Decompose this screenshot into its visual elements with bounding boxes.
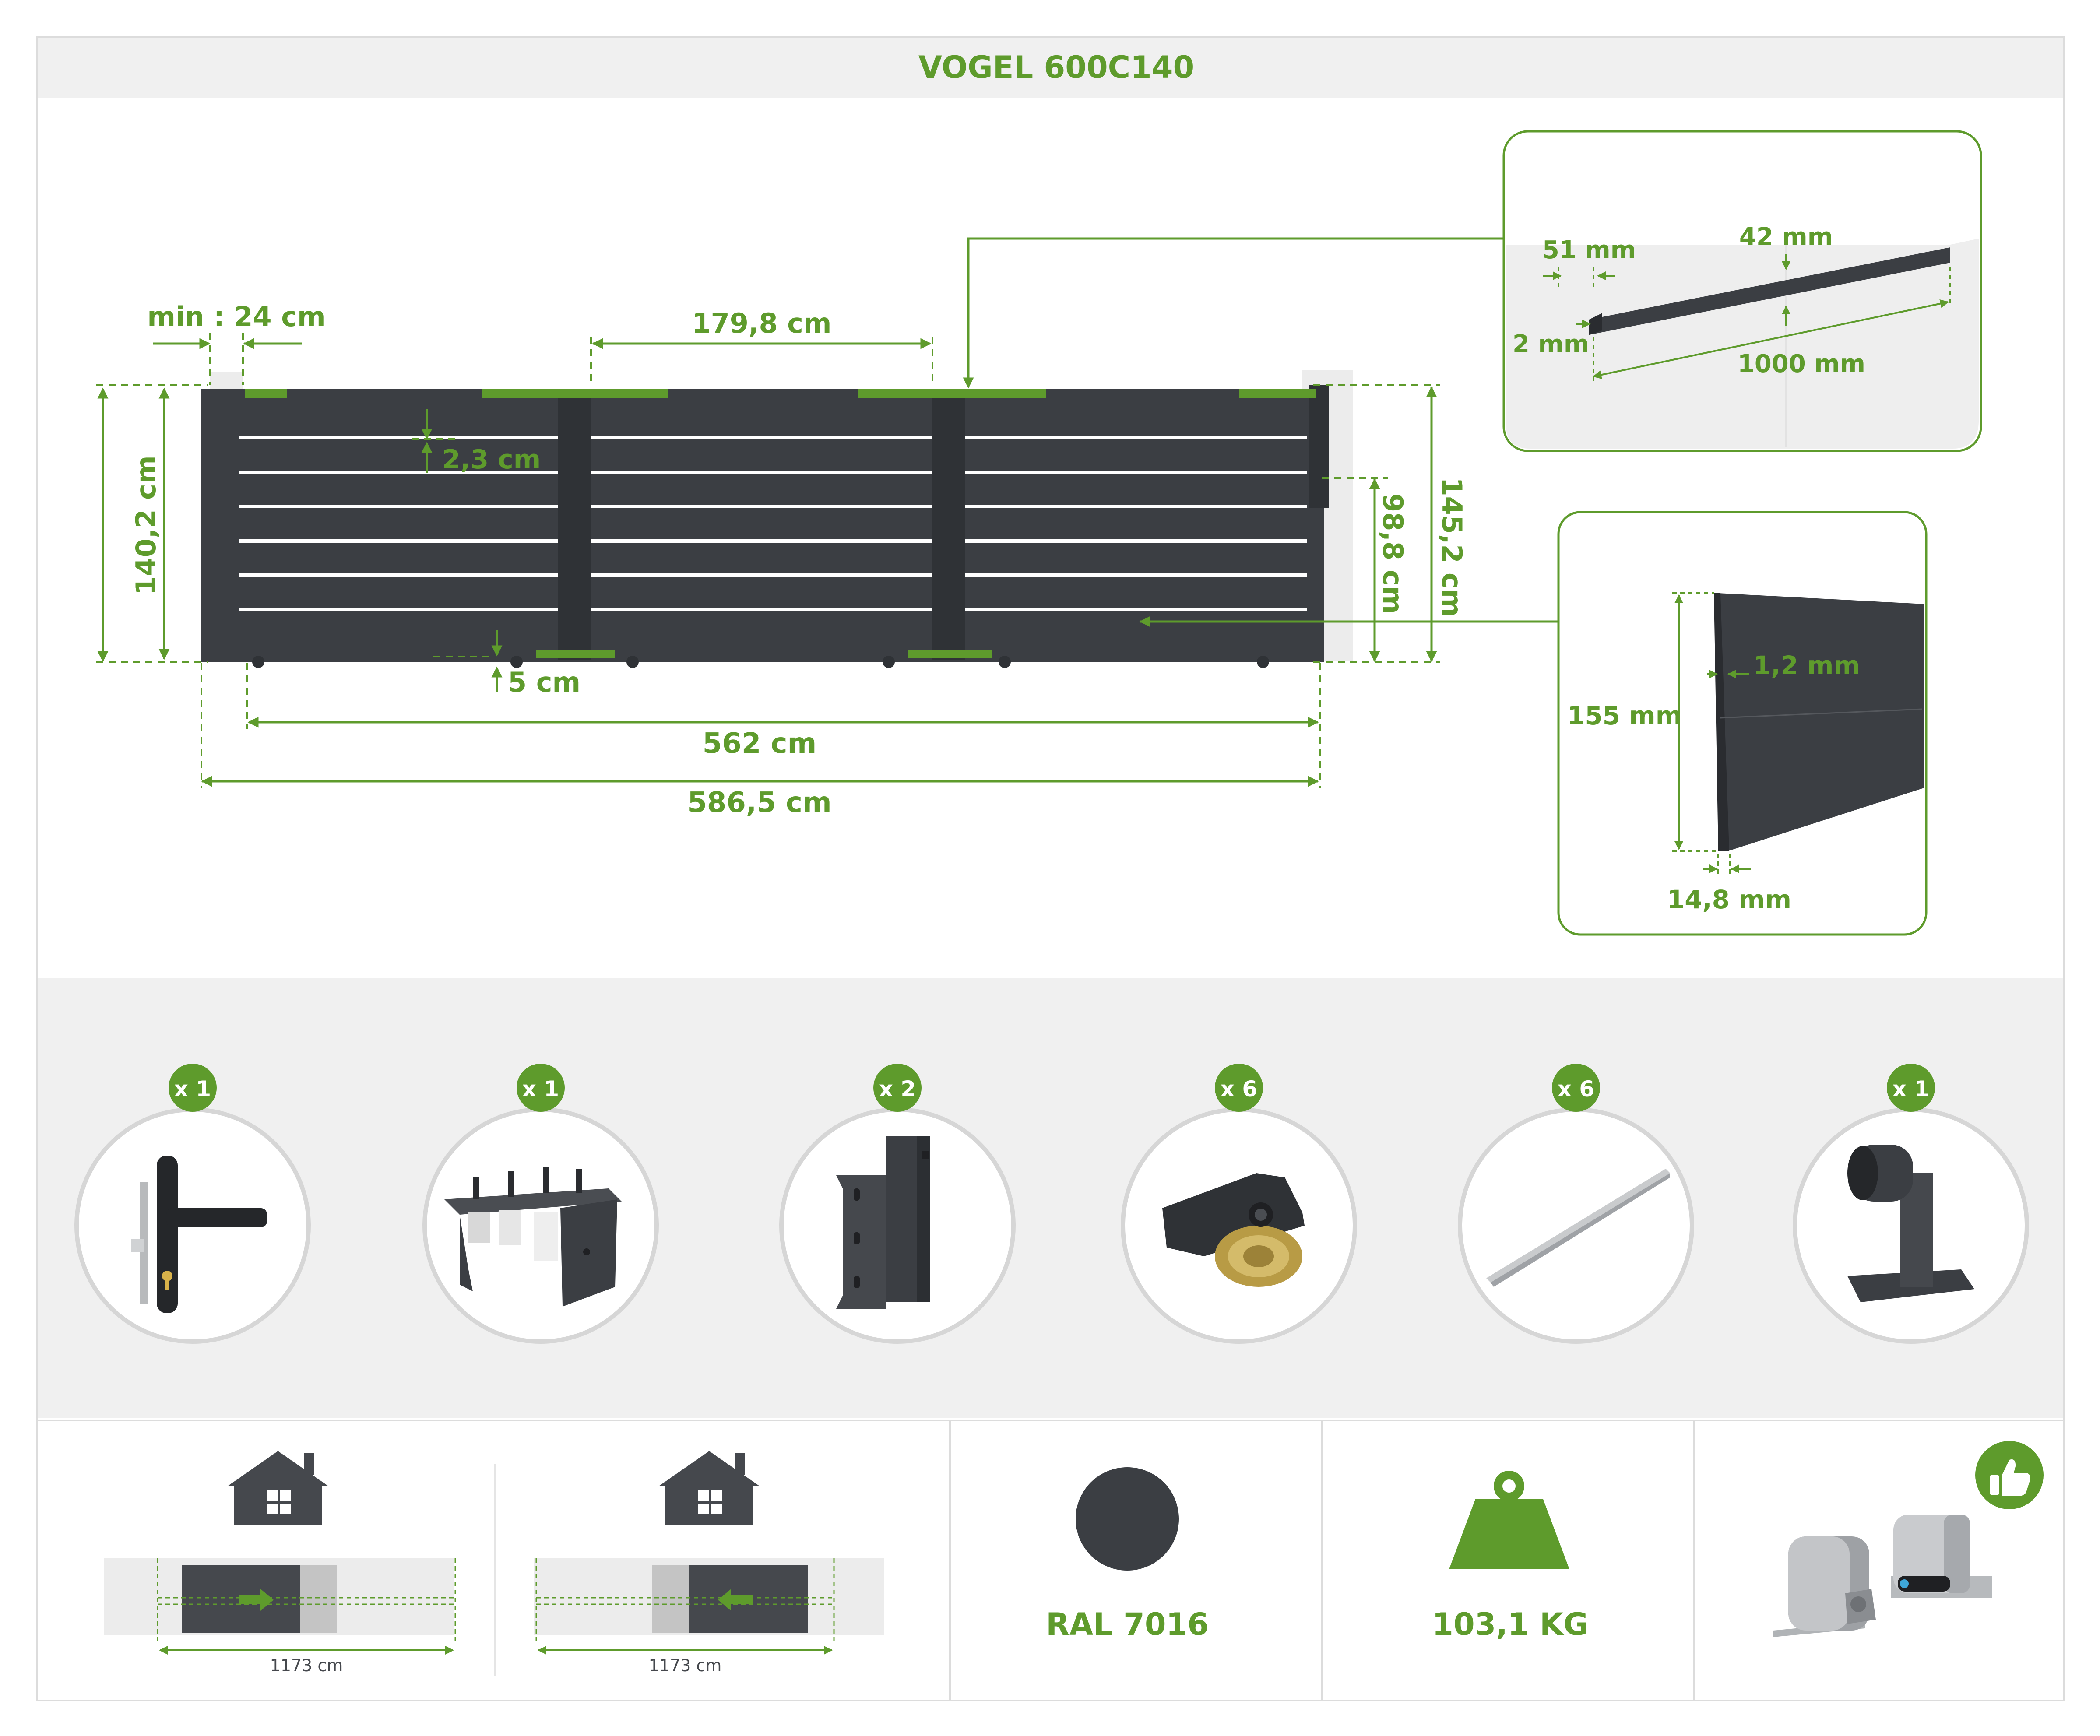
product-title: VOGEL 600C140: [918, 49, 1194, 85]
motor-option: [1773, 1441, 2044, 1637]
opening-left: 1173 cm: [104, 1451, 456, 1675]
rail-thickness: 2 mm: [1513, 330, 1589, 358]
weight-label: 103,1 KG: [1432, 1606, 1589, 1642]
dim-ground-gap: 5 cm: [508, 666, 580, 698]
gate-upright-1: [558, 394, 591, 660]
opening-right: 1173 cm: [534, 1451, 884, 1675]
rail-detail: 51 mm 42 mm 2 mm 1000 mm: [1502, 130, 1982, 452]
dimension-arrows: [97, 338, 1437, 787]
slat-profile: [1718, 593, 1924, 851]
title-bar: [38, 38, 2063, 98]
gate-motor-icon: [1773, 1515, 1992, 1637]
accessory-qty-5: x 6: [1558, 1076, 1594, 1102]
dim-slat-gap: 2,3 cm: [442, 444, 541, 475]
accessory-qty-4: x 6: [1221, 1076, 1257, 1102]
accessory-handle: x 1: [74, 1064, 311, 1344]
gate-drawing: min : 24 cm 179,8 cm 2,3 cm 140,2 cm 98,…: [96, 237, 1558, 819]
color-swatch: [1076, 1467, 1179, 1571]
bracket-icon: [836, 1136, 930, 1309]
arrow-left-icon: [718, 1589, 753, 1611]
accessory-qty-6: x 1: [1892, 1076, 1929, 1102]
slat-depth: 14,8 mm: [1667, 885, 1791, 914]
dim-total-height: 145,2 cm: [1436, 477, 1468, 617]
dim-gate-height: 140,2 cm: [130, 455, 162, 595]
rail-length: 1000 mm: [1738, 350, 1865, 378]
guide-highlights: [245, 389, 1316, 658]
weight-spec: 103,1 KG: [1432, 1471, 1589, 1642]
rail-wall: 51 mm: [1542, 236, 1636, 264]
dim-lock-height: 98,8 cm: [1377, 493, 1409, 614]
dim-total-length: 586,5 cm: [687, 787, 831, 819]
wheel-icon: [1162, 1173, 1305, 1287]
accessory-endstop: x 1: [1793, 1064, 2029, 1344]
color-label: RAL 7016: [1046, 1606, 1209, 1642]
thumbs-up-icon: [1990, 1459, 2030, 1496]
house-icon: [228, 1451, 328, 1525]
accessory-rail: x 6: [1458, 1064, 1694, 1344]
dim-section-width: 179,8 cm: [692, 307, 831, 339]
arrow-right-icon: [239, 1589, 274, 1611]
house-icon-2: [659, 1451, 760, 1525]
slat-thickness: 1,2 mm: [1753, 650, 1860, 680]
rail-top: 42 mm: [1739, 223, 1833, 251]
specs-footer: 1173 cm 1173 cm: [38, 1420, 2063, 1701]
end-stop-icon: [1847, 1145, 1974, 1302]
dim-opening: 562 cm: [703, 727, 817, 760]
accessory-qty-2: x 1: [522, 1076, 559, 1102]
opening-right-width: 1173 cm: [649, 1656, 722, 1675]
accessory-roller: x 1: [422, 1064, 659, 1344]
accessories-band: [38, 978, 2063, 1418]
color-spec: RAL 7016: [1046, 1467, 1209, 1642]
extension-lines: [96, 333, 1440, 788]
accessory-wheel: x 6: [1121, 1064, 1357, 1344]
lock-box: [1309, 385, 1329, 508]
gate-panel: [201, 389, 1324, 662]
accessory-qty-1: x 1: [174, 1076, 211, 1102]
opening-left-width: 1173 cm: [270, 1656, 343, 1675]
gate-wheels: [252, 656, 1269, 668]
guide-rail-icon: [1486, 1169, 1670, 1287]
weight-icon: [1449, 1471, 1569, 1569]
slat-detail: 155 mm 1,2 mm 14,8 mm: [1557, 511, 1928, 936]
gate-upright-2: [932, 394, 965, 660]
dim-min-post: min : 24 cm: [147, 301, 325, 333]
handle-lock-icon: [131, 1156, 267, 1313]
accessory-qty-3: x 2: [879, 1076, 916, 1102]
slat-gaps: [239, 436, 1307, 611]
roller-carriage-icon: [444, 1167, 622, 1307]
slat-height: 155 mm: [1567, 701, 1682, 731]
detail-leaders: [963, 237, 1558, 627]
accessory-bracket: x 2: [779, 1064, 1016, 1344]
